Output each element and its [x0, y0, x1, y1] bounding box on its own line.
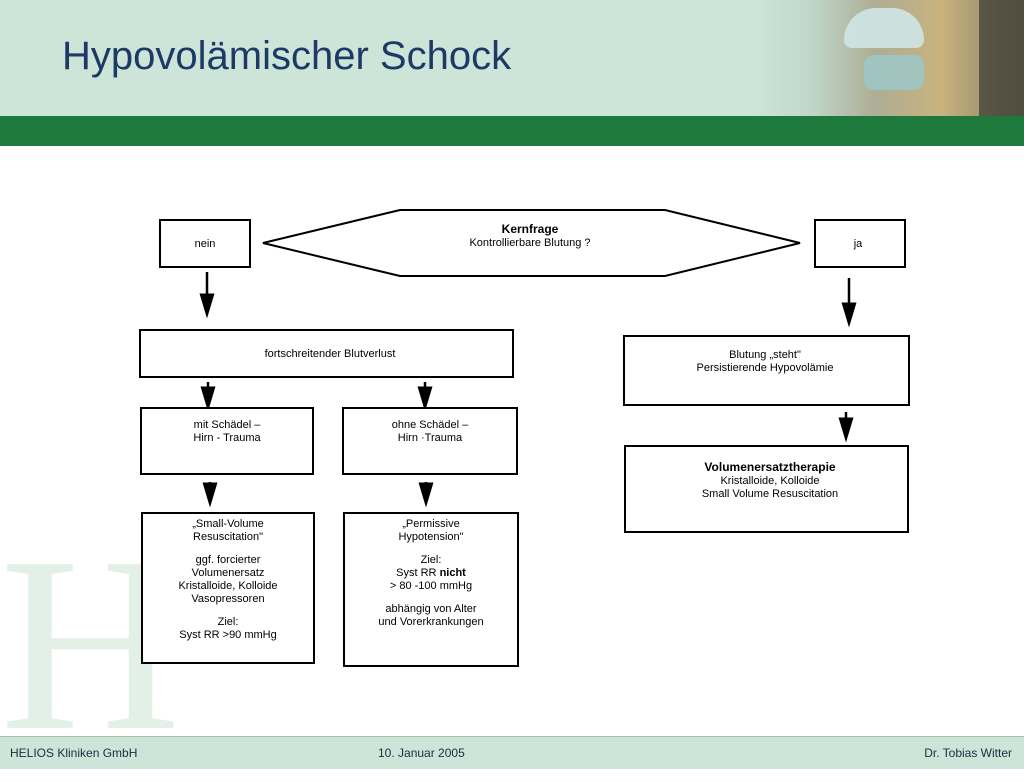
svr-goal: Syst RR >90 mmHg: [179, 629, 277, 641]
ph-goal-prefix: Syst RR: [396, 567, 439, 579]
ph-heading-2: Hypotension": [398, 531, 463, 543]
ohne-trauma-box: [342, 407, 518, 475]
blutverlust-box: [139, 329, 514, 378]
surgeon-mask: [864, 55, 924, 90]
ohne-trauma-line-1: ohne Schädel –: [392, 419, 469, 431]
kernfrage-hexagon: [262, 209, 801, 277]
therapie-title: Volumenersatztherapie: [704, 460, 835, 474]
slide-footer: HELIOS Kliniken GmbH 10. Januar 2005 Dr.…: [0, 736, 1024, 769]
ph-goal-line: Syst RR nicht: [396, 567, 466, 579]
ph-goal-emph: nicht: [440, 567, 467, 579]
ja-box: [814, 219, 906, 268]
therapie-line-1: Kristalloide, Kolloide: [720, 475, 819, 487]
nein-box: [159, 219, 251, 268]
mit-trauma-box: [140, 407, 314, 475]
svr-box: [141, 512, 315, 664]
blutverlust-label: fortschreitender Blutverlust: [265, 348, 396, 360]
blutung-steht-box: [623, 335, 910, 406]
green-divider-bar: [0, 116, 1024, 146]
ph-box: [343, 512, 519, 667]
therapie-box: [624, 445, 909, 533]
kernfrage-text: Kontrollierbare Blutung ?: [469, 237, 590, 249]
footer-author: Dr. Tobias Witter: [924, 746, 1012, 760]
nein-label: nein: [195, 238, 216, 250]
footer-company: HELIOS Kliniken GmbH: [10, 746, 138, 760]
svr-heading-2: Resuscitation": [193, 531, 263, 543]
photo-edge: [979, 0, 1024, 116]
svr-body-1: ggf. forcierter: [196, 554, 261, 566]
slide-title: Hypovolämischer Schock: [62, 34, 512, 78]
slide-header: Hypovolämischer Schock: [0, 0, 1024, 116]
ph-note-2: und Vorerkrankungen: [378, 616, 483, 628]
ja-label: ja: [853, 238, 863, 250]
header-photo: [694, 0, 1024, 116]
svr-goal-label: Ziel:: [218, 616, 239, 628]
svr-body-3: Kristalloide, Kolloide: [178, 580, 277, 592]
svr-body-2: Volumenersatz: [192, 567, 265, 579]
ph-heading-1: „Permissive: [402, 518, 459, 530]
svr-heading-1: „Small-Volume: [192, 518, 264, 530]
svr-body-4: Vasopressoren: [191, 593, 264, 605]
ohne-trauma-line-2: Hirn ·Trauma: [398, 432, 463, 444]
mit-trauma-line-1: mit Schädel –: [194, 419, 262, 431]
ph-goal-label: Ziel:: [421, 554, 442, 566]
blutung-steht-line-1: Blutung „steht": [729, 349, 801, 361]
ph-note-1: abhängig von Alter: [385, 603, 476, 615]
blutung-steht-line-2: Persistierende Hypovolämie: [697, 362, 834, 374]
surgeon-cap: [844, 8, 924, 48]
mit-trauma-line-2: Hirn - Trauma: [193, 432, 261, 444]
ph-goal-range: > 80 -100 mmHg: [390, 580, 472, 592]
therapie-line-2: Small Volume Resuscitation: [702, 488, 838, 500]
kernfrage-title: Kernfrage: [502, 222, 559, 236]
footer-date: 10. Januar 2005: [378, 746, 465, 760]
